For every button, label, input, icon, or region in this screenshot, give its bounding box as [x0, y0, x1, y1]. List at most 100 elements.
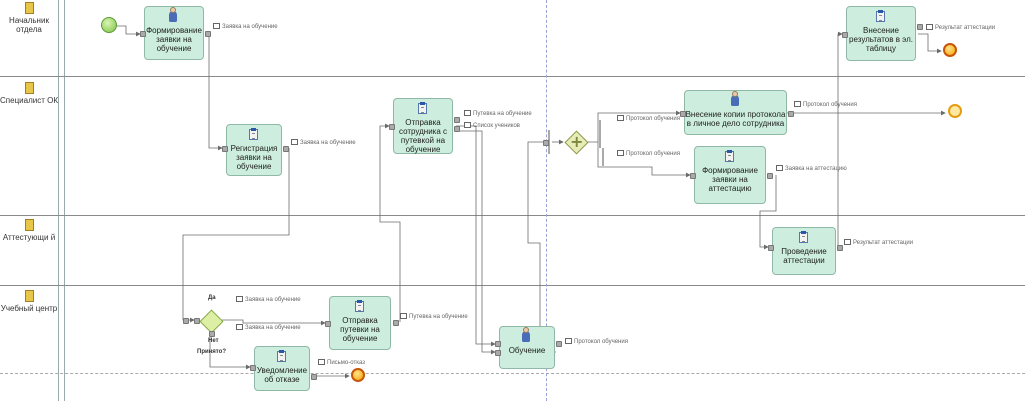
data-object[interactable]: Письмо-отказ	[318, 359, 365, 367]
data-object[interactable]: Заявка на обучение	[291, 139, 356, 147]
lane-label: Учебный центр	[0, 304, 58, 313]
data-object[interactable]: Список учеников	[464, 122, 520, 130]
lane-head-certifier[interactable]: Аттестующи й	[0, 219, 58, 242]
end-event[interactable]	[351, 368, 365, 382]
data-object[interactable]: Протокол обучения	[617, 115, 680, 123]
task-label: Формирование заявки на аттестацию	[702, 166, 758, 193]
flow-port	[495, 341, 501, 347]
flow-port	[454, 117, 460, 123]
flow-line	[460, 130, 496, 355]
task-training[interactable]: Обучение	[499, 326, 555, 369]
flow-line	[456, 125, 496, 347]
document-icon	[844, 239, 851, 245]
task-form-cert-request[interactable]: Формирование заявки на аттестацию	[694, 146, 766, 204]
role-icon	[24, 290, 34, 302]
flow-line	[117, 25, 141, 37]
clipboard-icon	[876, 10, 885, 22]
flow-port	[556, 341, 562, 347]
lane-separator	[0, 76, 1025, 77]
clipboard-icon	[277, 350, 286, 362]
task-label: Обучение	[508, 346, 546, 355]
gateway-no-label: Нет	[208, 338, 219, 344]
document-icon	[400, 313, 407, 319]
lane-header-divider	[58, 0, 65, 401]
flow-port	[680, 111, 686, 117]
task-label: Уведомление об отказе	[256, 366, 308, 384]
task-certification[interactable]: Проведение аттестации	[772, 227, 836, 275]
task-label: Формирование заявки на обучение	[146, 26, 202, 53]
flow-line	[918, 33, 942, 54]
flow-port	[917, 24, 923, 30]
document-icon	[318, 359, 325, 365]
document-icon	[926, 24, 933, 30]
flow-port	[454, 126, 460, 132]
flow-line	[597, 142, 691, 178]
document-icon	[464, 122, 471, 128]
clipboard-icon	[725, 150, 734, 162]
task-send-employee[interactable]: Отправка сотрудника с путевкой на обучен…	[393, 98, 453, 154]
flow-port	[768, 245, 774, 251]
task-enter-results[interactable]: Внесение результатов в эл. таблицу	[846, 6, 916, 61]
flow-port	[209, 331, 215, 337]
role-icon	[24, 2, 34, 14]
flow-line	[759, 175, 777, 250]
document-icon	[794, 101, 801, 107]
lane-head-training-center[interactable]: Учебный центр	[0, 290, 58, 313]
data-object[interactable]: Путевка на обучение	[400, 313, 468, 321]
user-icon	[522, 327, 530, 342]
data-object[interactable]: Результат аттестации	[926, 24, 995, 32]
flow-port	[222, 146, 228, 152]
task-label: Внесение копии протокола в личное дело с…	[685, 110, 786, 128]
end-event[interactable]	[943, 43, 957, 57]
lane-head-hr-specialist[interactable]: Специалист ОК	[0, 82, 58, 105]
data-object[interactable]: Заявка на обучение	[213, 23, 278, 31]
flow-port	[837, 245, 843, 251]
data-object[interactable]: Протокол обучения	[565, 338, 628, 346]
task-register-request[interactable]: Регистрация заявки на обучение	[226, 124, 282, 176]
data-object[interactable]: Заявка на аттестацию	[776, 165, 847, 173]
task-label: Регистрация заявки на обучение	[230, 144, 278, 171]
document-icon	[776, 165, 783, 171]
task-label: Отправка сотрудника с путевкой на обучен…	[398, 118, 448, 154]
flow-line	[209, 331, 251, 370]
flow-line	[587, 110, 681, 143]
flow-port	[767, 173, 773, 179]
data-object[interactable]: Протокол обучения	[617, 150, 680, 158]
clipboard-icon	[418, 102, 427, 114]
flow-port	[788, 111, 794, 117]
lane-label: Аттестующи й	[2, 233, 56, 242]
task-label: Отправка путевки на обучение	[340, 316, 380, 343]
flow-port	[389, 124, 395, 130]
role-icon	[24, 82, 34, 94]
flow-port	[311, 374, 317, 380]
data-object[interactable]: Заявка на обучение	[236, 324, 301, 332]
flow-port	[250, 365, 256, 371]
document-icon	[617, 115, 624, 121]
document-icon	[565, 338, 572, 344]
page-break-line	[546, 0, 547, 401]
data-object[interactable]: Путевка на обучение	[464, 110, 532, 118]
lane-head-department-head[interactable]: Начальник отдела	[0, 2, 58, 34]
data-object[interactable]: Результат аттестации	[844, 239, 913, 247]
flow-port	[194, 318, 200, 324]
clipboard-icon	[355, 300, 364, 312]
flow-port	[543, 140, 549, 146]
clipboard-icon	[799, 231, 808, 243]
task-send-voucher[interactable]: Отправка путевки на обучение	[329, 296, 391, 350]
role-icon	[24, 219, 34, 231]
task-rejection[interactable]: Уведомление об отказе	[254, 346, 310, 391]
lane-label: Начальник отдела	[9, 16, 49, 34]
task-form-request[interactable]: Формирование заявки на обучение	[144, 6, 204, 60]
clipboard-icon	[249, 128, 258, 140]
data-object[interactable]: Заявка на обучение	[236, 296, 301, 304]
flow-line	[837, 31, 843, 247]
flow-port	[325, 321, 331, 327]
lane-separator	[0, 373, 1025, 374]
task-copy-protocol[interactable]: Внесение копии протокола в личное дело с…	[684, 90, 787, 135]
document-icon	[236, 296, 243, 302]
end-event[interactable]	[948, 104, 962, 118]
start-event[interactable]	[101, 17, 117, 33]
document-icon	[617, 150, 624, 156]
user-icon	[169, 7, 177, 22]
data-object[interactable]: Протокол обучения	[794, 101, 857, 109]
